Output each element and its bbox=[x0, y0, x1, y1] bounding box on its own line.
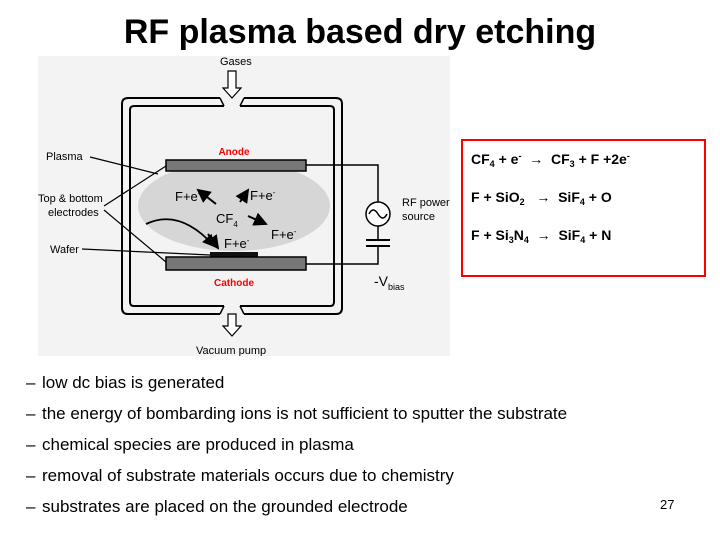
reaction-3: F + Si3N4 → SiF4 + N bbox=[471, 227, 612, 245]
species-arrow-3 bbox=[247, 212, 268, 226]
reaction-2: F + SiO2 → SiF4 + O bbox=[471, 189, 612, 207]
vacuum-outlet-arrow-icon bbox=[221, 313, 243, 337]
rf-source-label-line2: source bbox=[402, 211, 435, 223]
cathode-electrode bbox=[165, 256, 307, 271]
species-arrow-2 bbox=[235, 188, 250, 204]
reaction-arrow-icon: → bbox=[536, 227, 551, 243]
species-fe-2: F+e- bbox=[250, 188, 276, 203]
bullet-list: –low dc bias is generated –the energy of… bbox=[26, 371, 567, 526]
species-fe-3: F+e- bbox=[271, 227, 297, 242]
species-curve-to-wafer bbox=[145, 218, 216, 248]
vbias-label: -Vbias bbox=[374, 273, 405, 292]
list-item: –removal of substrate materials occurs d… bbox=[26, 466, 454, 485]
cathode-label: Cathode bbox=[214, 278, 254, 289]
chamber-inner-wall bbox=[129, 105, 335, 307]
gases-label: Gases bbox=[220, 56, 252, 68]
reaction-arrow-icon: → bbox=[536, 189, 551, 205]
wafer bbox=[210, 252, 258, 257]
gas-inlet-arrow-icon bbox=[221, 70, 243, 99]
rf-source-label-line1: RF power bbox=[402, 197, 450, 209]
chamber-outer-wall bbox=[121, 97, 343, 315]
list-item: –low dc bias is generated bbox=[26, 373, 225, 392]
anode-label: Anode bbox=[218, 147, 250, 158]
anode-electrode bbox=[165, 159, 307, 172]
plasma-region bbox=[138, 161, 330, 251]
electrodes-label-line2: electrodes bbox=[48, 207, 99, 219]
plasma-chamber-diagram: Gases Anode Cathode F+e- F+e- CF4 F+e- F… bbox=[38, 56, 450, 356]
species-fe-1: F+e- bbox=[175, 189, 201, 204]
species-fe-4: F+e- bbox=[224, 236, 250, 251]
list-item: –the energy of bombarding ions is not su… bbox=[26, 404, 568, 423]
species-arrow-1 bbox=[196, 188, 217, 205]
list-item: –substrates are placed on the grounded e… bbox=[26, 497, 408, 516]
list-item: –chemical species are produced in plasma bbox=[26, 435, 354, 454]
reaction-1: CF4 + e- → CF3 + F +2e- bbox=[471, 151, 630, 169]
wafer-label: Wafer bbox=[50, 244, 79, 256]
reaction-equations-box: CF4 + e- → CF3 + F +2e- F + SiO2 → SiF4 … bbox=[461, 139, 706, 277]
chamber-schematic: Gases Anode Cathode F+e- F+e- CF4 F+e- F… bbox=[38, 56, 450, 356]
page-number: 27 bbox=[660, 497, 675, 512]
species-cf4: CF4 bbox=[216, 211, 238, 229]
vacuum-pump-label: Vacuum pump bbox=[196, 345, 266, 356]
slide-title: RF plasma based dry etching bbox=[123, 13, 597, 51]
electrodes-label-line1: Top & bottom bbox=[38, 193, 103, 205]
plasma-label: Plasma bbox=[46, 151, 84, 163]
reaction-arrow-icon: → bbox=[529, 151, 544, 167]
